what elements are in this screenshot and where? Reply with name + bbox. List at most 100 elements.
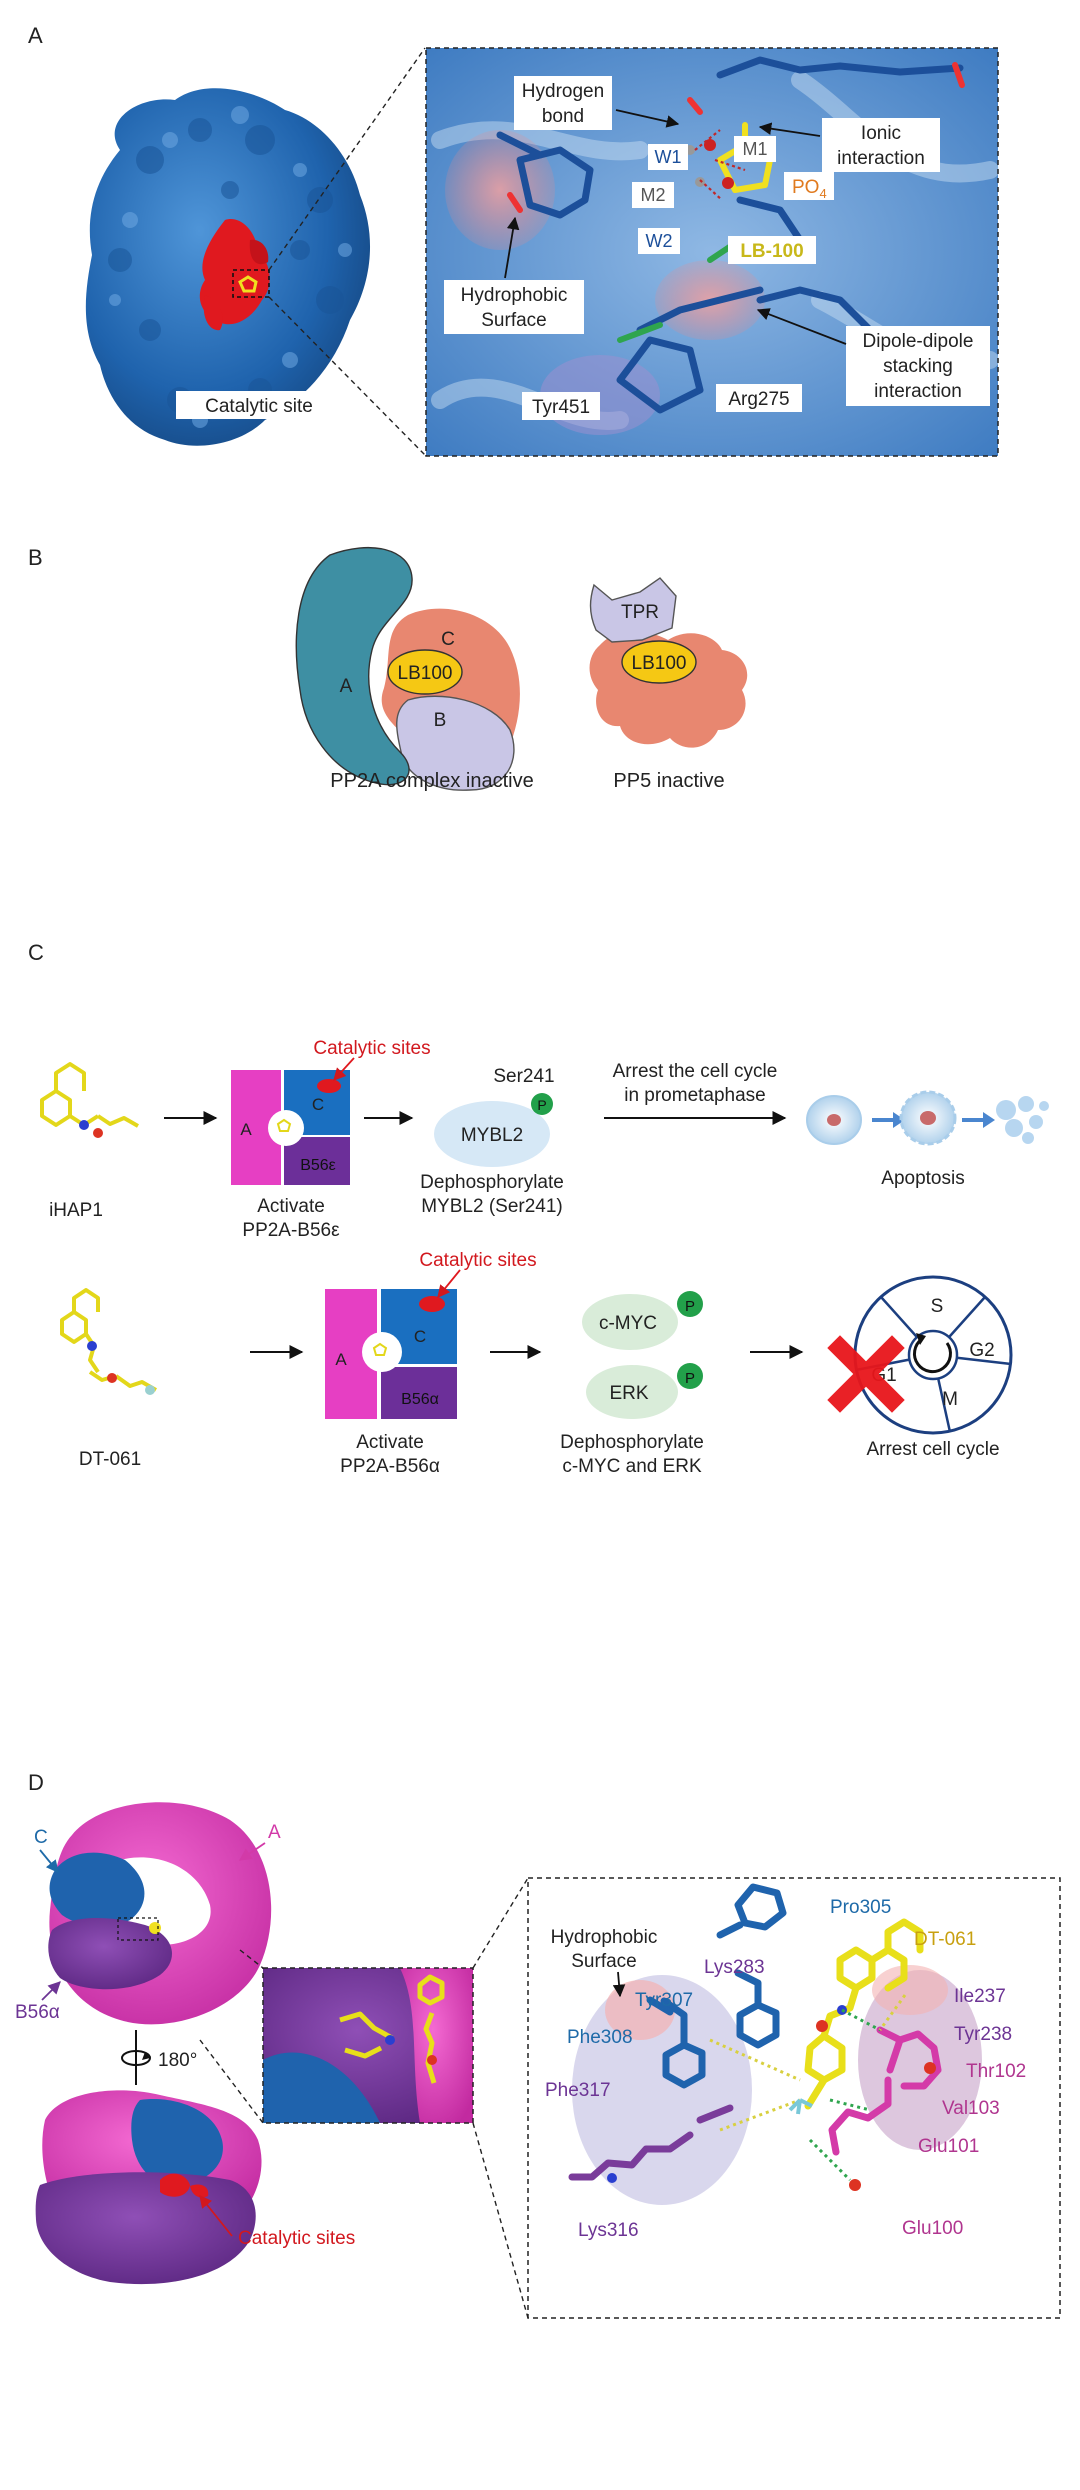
res-lys316: Lys316 [578,2220,639,2241]
res-glu101: Glu101 [918,2136,979,2157]
panel-label-a: A [28,23,43,48]
res-dt061: DT-061 [914,1929,976,1950]
panel-label-c: C [28,940,44,965]
res-phe308: Phe308 [567,2027,633,2048]
dipole-line3: interaction [874,381,962,402]
ihap1-label: iHAP1 [49,1200,103,1221]
row2-activate-line2: PP2A-B56α [340,1456,440,1477]
pp2a-b56e-complex [231,1070,350,1185]
apoptosis-label: Apoptosis [881,1168,964,1189]
apoptosis-cells [806,1090,1049,1146]
arrest-x-icon [827,1335,905,1413]
dipole-line1: Dipole-dipole [863,331,974,352]
row1-sub-c: C [312,1095,324,1114]
hydrophobic-line1: Hydrophobic [461,285,568,306]
row2-activate-line1: Activate [356,1432,424,1453]
phospho-icon-mybl2 [531,1093,553,1115]
d-hydrophobic-line1: Hydrophobic [551,1927,658,1948]
res-glu100: Glu100 [902,2218,963,2239]
ionic-line1: Ionic [861,123,901,144]
row1-dephos-line1: Dephosphorylate [420,1172,564,1193]
pp2a-subunit-b: B [434,710,447,731]
catalytic-sites-label-2: Catalytic sites [419,1250,536,1271]
res-phe317: Phe317 [545,2080,611,2101]
res-ile237: Ile237 [954,1986,1006,2007]
zoom-guides-d2 [472,1877,529,2319]
d-arrow-b56a [41,1981,61,2001]
pp5-diagram [589,577,748,748]
row1-activate-line1: Activate [257,1196,325,1217]
phase-s: S [931,1296,944,1317]
dt061-interaction-zoom [527,1877,1061,2319]
w1-label: W1 [655,147,682,167]
row2-sub-a: A [335,1350,347,1369]
w2-label: W2 [646,231,673,251]
d-arrow-a [238,1842,266,1861]
mybl2-bubble [434,1101,550,1167]
rotate-180-icon [121,2030,151,2085]
cmyc-label: c-MYC [599,1313,657,1334]
catalytic-sites-label-1: Catalytic sites [313,1038,430,1059]
hydrophobic-line2: Surface [481,310,546,331]
pp2a-b56a-complex [325,1289,457,1419]
zoom-a-labels: Hydrogen bond Ionic interaction W1 M1 M2… [444,76,990,420]
phospho-p-1: P [537,1097,546,1113]
res-pro305: Pro305 [830,1897,891,1918]
row2-sub-b: B56α [401,1391,439,1408]
pp2a-b56a-structure-bottom [35,2090,262,2285]
d-label-b56a: B56α [15,2002,60,2023]
zoom-guides-a [268,47,426,456]
d-catalytic-arrow [199,2195,233,2237]
dipole-line2: stacking [883,356,953,377]
hydrogen-bond-line2: bond [542,106,584,127]
dt061-label: DT-061 [79,1449,141,1470]
d-hydrophobic-line2: Surface [571,1951,636,1972]
po4-label: PO4 [792,177,827,201]
row2-dephos-line2: c-MYC and ERK [562,1456,702,1477]
res-tyr238: Tyr238 [954,2024,1012,2045]
pp5-caption: PP5 inactive [613,770,724,792]
row2-dephos-line1: Dephosphorylate [560,1432,704,1453]
d-catalytic-sites-label: Catalytic sites [238,2228,355,2249]
pp2a-subunit-c: C [441,629,455,650]
zoom-d-labels: Hydrophobic Surface Pro305 DT-061 Lys283… [545,1897,1026,2241]
row1-activate-line2: PP2A-B56ε [242,1220,340,1241]
d-label-a: A [268,1822,281,1843]
res-tyr307: Tyr307 [635,1990,693,2011]
row1-dephos-line2: MYBL2 (Ser241) [421,1196,563,1217]
binding-pocket-closeup [262,1967,474,2124]
lb100-label: LB-100 [740,241,803,262]
catalytic-site-label: Catalytic site [205,396,313,417]
pp2a-b56a-structure-top [48,1802,272,2025]
m2-label: M2 [640,185,665,205]
erk-label: ERK [609,1383,648,1404]
pp2a-subunit-a: A [340,676,353,697]
arrest-cell-cycle-label: Arrest cell cycle [866,1439,999,1460]
d-label-c: C [34,1827,48,1848]
row1-arrest-line2: in prometaphase [624,1085,766,1106]
hydrogen-bond-line1: Hydrogen [522,81,604,102]
ihap1-molecule [40,1062,139,1138]
row1-sub-a: A [240,1120,252,1139]
phospho-p-2: P [685,1298,695,1315]
res-val103: Val103 [942,2098,1000,2119]
tyr451-label: Tyr451 [532,397,590,418]
row1-arrest-line1: Arrest the cell cycle [613,1061,778,1082]
phospho-icon-erk [677,1363,703,1389]
dt061-molecule [60,1288,157,1395]
pp2a-complex-diagram [295,547,520,791]
d-arrow-c [39,1849,59,1873]
pp5-tpr: TPR [621,602,659,623]
res-thr102: Thr102 [966,2061,1026,2082]
row1-sub-b: B56ε [300,1157,336,1174]
ionic-line2: interaction [837,148,925,169]
erk-bubble [586,1365,678,1419]
ser241-label: Ser241 [493,1066,554,1087]
pp2a-lb100: LB100 [398,663,453,684]
protein-surface-overview [85,88,371,446]
phospho-p-3: P [685,1370,695,1387]
phospho-icon-cmyc [677,1291,703,1317]
catalytic-arrow-1 [333,1057,355,1081]
m1-label: M1 [742,139,767,159]
